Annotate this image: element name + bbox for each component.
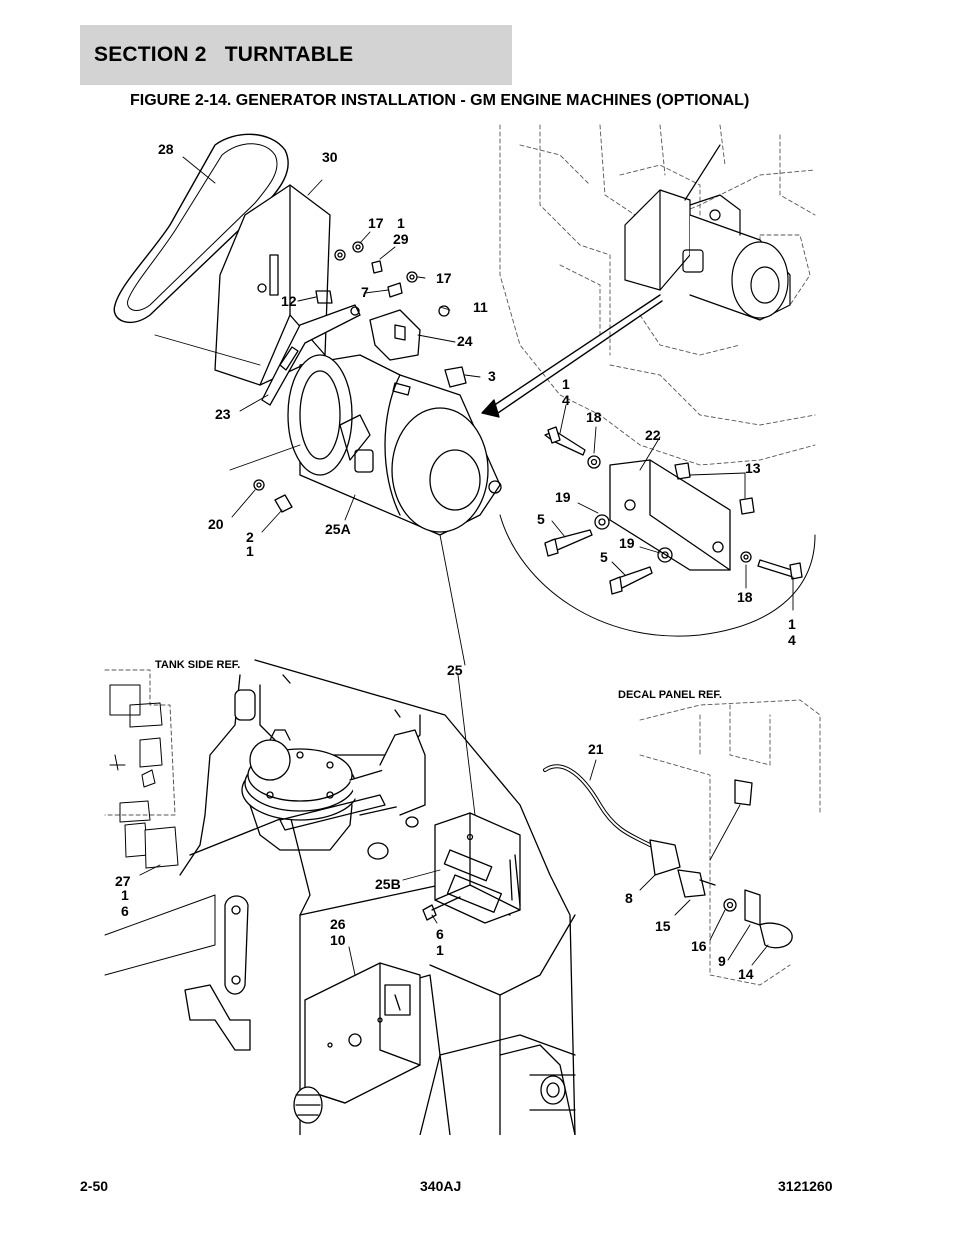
exploded-parts-drawing: TANK SIDE REF. DECAL PANEL REF. 28 30 17… [104, 124, 821, 1135]
detail-circle [499, 514, 816, 637]
document-number: 3121260 [778, 1178, 833, 1194]
callout-26: 26 [330, 916, 346, 932]
callout-11: 11 [473, 299, 488, 315]
callout-14: 14 [738, 966, 754, 982]
adjusting-bracket [261, 304, 361, 406]
callout-16: 16 [691, 938, 707, 954]
callout-25b: 25B [375, 876, 401, 892]
generator-25a [287, 354, 502, 536]
callout-2: 2 [246, 529, 254, 545]
wire-harness-21 [543, 764, 681, 876]
callout-4b: 4 [788, 632, 796, 648]
belt-guard [214, 184, 331, 386]
callout-20: 20 [208, 516, 224, 532]
figure-title: FIGURE 2-14. GENERATOR INSTALLATION - GM… [130, 92, 750, 109]
callout-10: 10 [330, 932, 346, 948]
model-number: 340AJ [420, 1178, 462, 1194]
link-bracket [184, 895, 251, 1051]
callout-8: 8 [625, 890, 633, 906]
decal-panel-ref-label: DECAL PANEL REF. [618, 689, 722, 701]
callout-numbers: 28 30 17 1 29 17 7 11 12 24 3 23 20 2 1 … [115, 141, 796, 982]
callout-13: 13 [745, 460, 761, 476]
capscrew-set [544, 426, 803, 595]
callout-23: 23 [215, 406, 231, 422]
lower-right-fitting [529, 1074, 576, 1111]
callout-1: 1 [397, 215, 405, 231]
callout-17b: 17 [436, 270, 452, 286]
callout-29: 29 [393, 231, 409, 247]
callout-19: 19 [555, 489, 571, 505]
callout-6: 6 [121, 903, 129, 919]
engine-reference-outline [499, 124, 816, 466]
leader-lines-lower [139, 674, 476, 976]
installed-generator-illustration [624, 144, 791, 321]
section-title: SECTION 2 TURNTABLE [94, 43, 354, 66]
callout-3: 3 [488, 368, 496, 384]
callout-18: 18 [586, 409, 602, 425]
install-location-arrow [481, 294, 663, 418]
callout-1b: 1 [246, 543, 254, 559]
page-number: 2-50 [80, 1178, 109, 1194]
callout-9: 9 [718, 953, 726, 969]
tank-side-ref-label: TANK SIDE REF. [155, 659, 240, 671]
callout-12: 12 [281, 293, 297, 309]
callout-15: 15 [655, 918, 671, 934]
mount-plate-22 [609, 459, 731, 571]
control-box-25b [434, 812, 521, 924]
callout-6b: 6 [436, 926, 444, 942]
callout-1d: 1 [788, 616, 796, 632]
electrical-box-26 [293, 962, 421, 1124]
tank-side-reference [104, 669, 216, 976]
hardware-top-cluster [253, 241, 467, 513]
callout-28: 28 [158, 141, 174, 157]
leader-lines-decal [589, 759, 769, 966]
callout-18b: 18 [737, 589, 753, 605]
switch-assembly [677, 779, 793, 949]
callout-21: 21 [588, 741, 604, 757]
callout-5: 5 [537, 511, 545, 527]
callout-19b: 19 [619, 535, 635, 551]
hydraulic-pump-assembly [241, 729, 426, 860]
callout-4: 4 [562, 392, 570, 408]
bolt-6 [422, 896, 461, 921]
callout-1f: 1 [436, 942, 444, 958]
callout-17: 17 [368, 215, 384, 231]
callout-22: 22 [645, 427, 661, 443]
section-header-band: SECTION 2 TURNTABLE [80, 25, 512, 85]
drive-belt [113, 133, 289, 324]
callout-5b: 5 [600, 549, 608, 565]
leader-lines-upper [154, 156, 794, 666]
callout-25a: 25A [325, 521, 351, 537]
callout-30: 30 [322, 149, 338, 165]
callout-27: 27 [115, 873, 131, 889]
callout-1c: 1 [562, 376, 570, 392]
callout-24: 24 [457, 333, 473, 349]
callout-1e: 1 [121, 887, 129, 903]
callout-7: 7 [361, 284, 369, 300]
callout-25: 25 [447, 662, 463, 678]
decal-panel-reference [639, 699, 821, 986]
